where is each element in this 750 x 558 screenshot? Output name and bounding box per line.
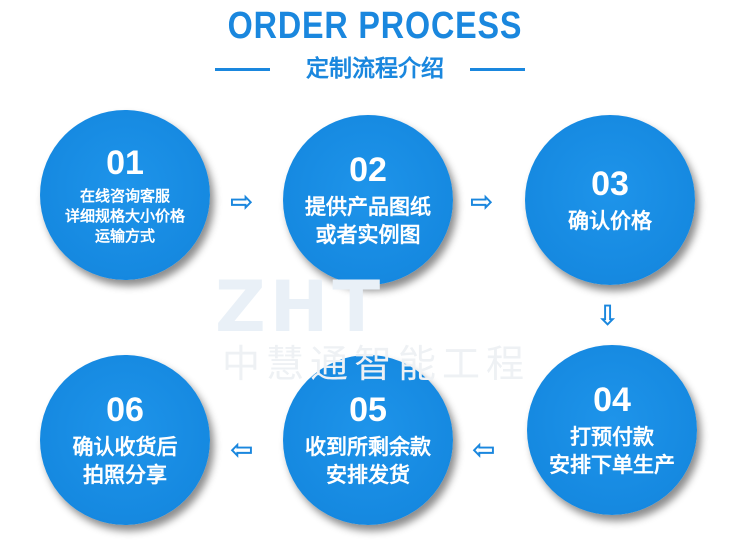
page-title: ORDER PROCESS (227, 5, 523, 47)
step-text: 详细规格大小价格 (64, 207, 185, 225)
step-04: 04 打预付款 安排下单生产 (527, 345, 697, 515)
step-number: 06 (106, 391, 144, 429)
step-06: 06 确认收货后 拍照分享 (40, 355, 210, 525)
step-number: 05 (349, 391, 387, 429)
watermark-company: 中慧通智能工程 (222, 342, 531, 386)
step-text: 在线咨询客服 (79, 187, 170, 205)
watermark-logo: ZHT (215, 266, 385, 348)
arrow-left-icon: ⇦ (230, 433, 254, 466)
arrow-down-icon: ⇩ (596, 299, 620, 332)
step-number: 02 (349, 151, 387, 189)
arrow-left-icon: ⇦ (472, 433, 496, 466)
step-text: 安排发货 (326, 463, 410, 487)
step-number: 03 (591, 165, 629, 203)
divider-right (470, 68, 525, 71)
step-05: 05 收到所剩余款 安排发货 (283, 355, 453, 525)
step-02: 02 提供产品图纸 或者实例图 (283, 115, 453, 285)
step-text: 拍照分享 (83, 463, 167, 487)
arrow-right-icon: ⇨ (230, 185, 254, 218)
step-01: 01 在线咨询客服 详细规格大小价格 运输方式 (40, 110, 210, 280)
step-text: 收到所剩余款 (305, 435, 431, 459)
page-subtitle: 定制流程介绍 (306, 56, 444, 82)
arrow-right-icon: ⇨ (470, 185, 494, 218)
step-text: 确认价格 (568, 209, 652, 233)
step-03: 03 确认价格 (525, 115, 695, 285)
step-number: 01 (106, 144, 144, 182)
step-text: 或者实例图 (315, 223, 421, 247)
step-text: 运输方式 (94, 227, 155, 245)
divider-left (215, 68, 270, 71)
step-text: 确认收货后 (72, 435, 178, 459)
step-number: 04 (593, 381, 631, 419)
step-text: 安排下单生产 (549, 453, 675, 477)
step-text: 提供产品图纸 (305, 195, 431, 219)
step-text: 打预付款 (570, 425, 654, 449)
